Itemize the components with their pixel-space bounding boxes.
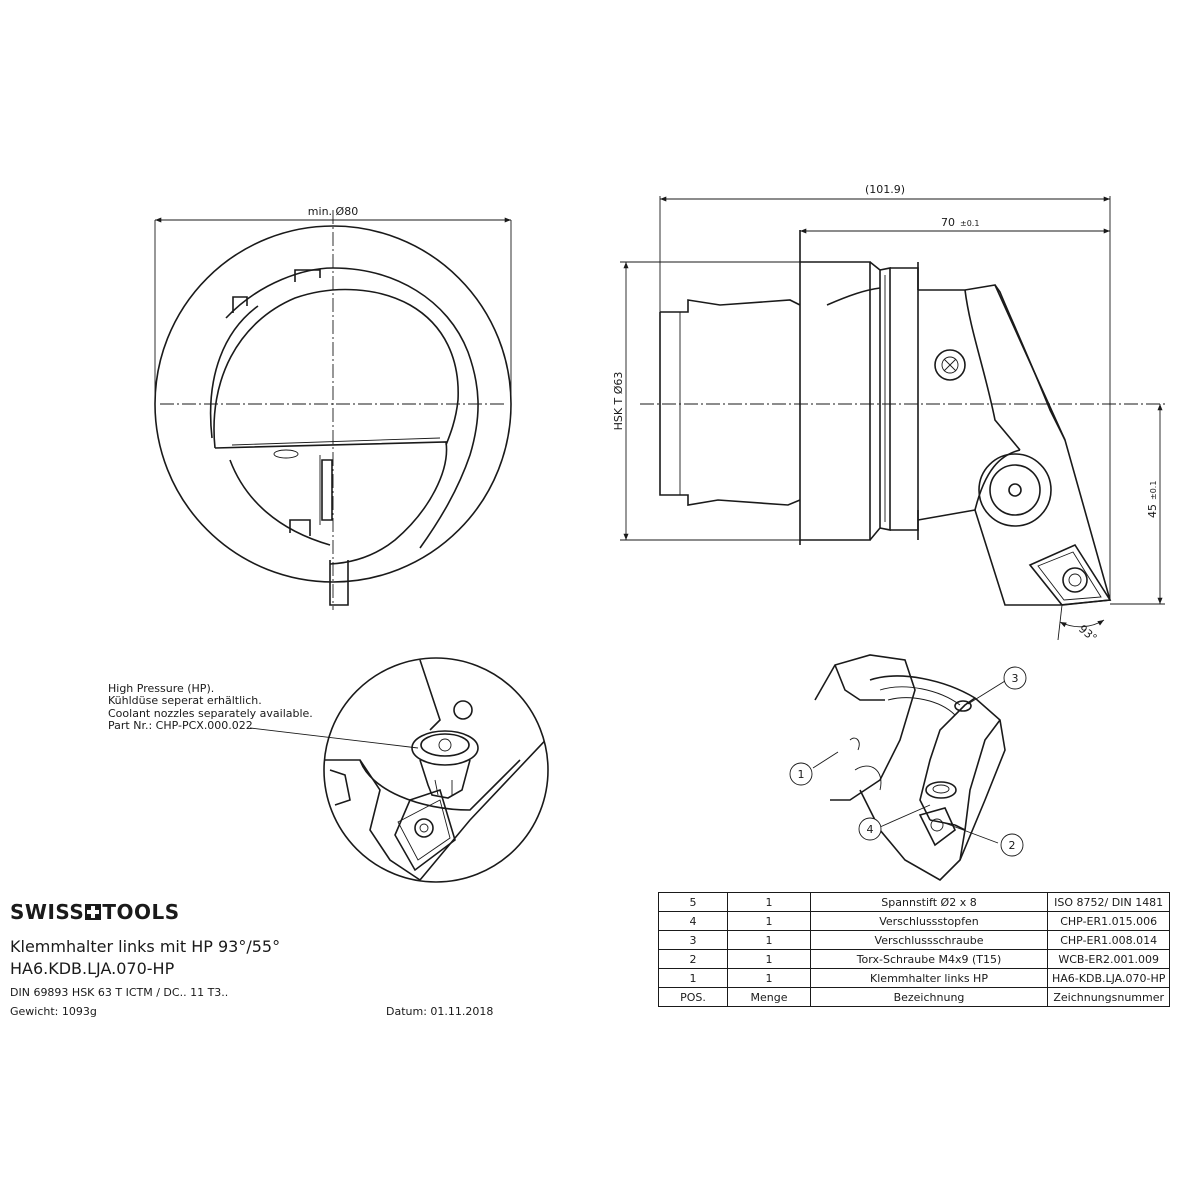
front-diameter-dimension: min. Ø80 — [154, 205, 512, 404]
front-diameter-label: min. Ø80 — [308, 205, 358, 218]
hsk-label: HSK T Ø63 — [612, 372, 625, 431]
cell-qty: 1 — [727, 911, 811, 931]
cell-desc: Verschlussstopfen — [810, 911, 1048, 931]
brand-prefix: SWISS — [10, 900, 85, 924]
parts-list-table: 5 1 Spannstift Ø2 x 8 ISO 8752/ DIN 1481… — [658, 892, 1171, 1007]
cell-drawing: CHP-ER1.008.014 — [1046, 930, 1171, 950]
cell-pos: 5 — [658, 892, 728, 912]
cell-qty: 1 — [727, 968, 811, 988]
isometric-view — [812, 654, 1006, 881]
hp-note: High Pressure (HP). Kühldüse seperat erh… — [108, 682, 313, 733]
cell-qty: 1 — [727, 949, 811, 969]
cell-pos: 4 — [658, 911, 728, 931]
balloon-2 — [1000, 833, 1024, 857]
cell-pos: 2 — [658, 949, 728, 969]
header-pos: POS. — [658, 987, 728, 1007]
hp-note-line: Coolant nozzles separately available. — [108, 706, 313, 720]
table-header-row: POS. Menge Bezeichnung Zeichnungsnummer — [658, 987, 1171, 1007]
cell-desc: Spannstift Ø2 x 8 — [810, 892, 1048, 912]
overall-length-label: (101.9) — [865, 183, 905, 196]
header-drawing: Zeichnungsnummer — [1046, 987, 1171, 1007]
cell-desc: Torx-Schraube M4x9 (T15) — [810, 949, 1048, 969]
cell-drawing: HA6-KDB.LJA.070-HP — [1046, 968, 1171, 988]
offset-45-label: 45 — [1146, 504, 1159, 518]
length-70-tol: ±0.1 — [960, 219, 979, 228]
balloon-2-label: 2 — [1009, 839, 1016, 852]
title-description: Klemmhalter links mit HP 93°/55° — [10, 937, 281, 956]
table-row: 1 1 Klemmhalter links HP HA6-KDB.LJA.070… — [658, 968, 1171, 988]
balloon-4 — [858, 817, 882, 841]
balloon-4-label: 4 — [867, 823, 874, 836]
title-standard: DIN 69893 HSK 63 T ICTM / DC.. 11 T3.. — [10, 986, 229, 999]
title-date: Datum: 01.11.2018 — [386, 1005, 494, 1018]
table-row: 5 1 Spannstift Ø2 x 8 ISO 8752/ DIN 1481 — [658, 892, 1171, 912]
brand-logo: SWISS TOOLS — [10, 900, 180, 924]
balloon-1 — [789, 762, 813, 786]
length-70-label: 70 — [941, 216, 955, 229]
balloon-3 — [1003, 666, 1027, 690]
cell-desc: Verschlussschraube — [810, 930, 1048, 950]
balloon-3-label: 3 — [1012, 672, 1019, 685]
swiss-cross-icon — [85, 904, 102, 920]
cell-pos: 3 — [658, 930, 728, 950]
side-view — [640, 230, 1165, 606]
hp-note-line: High Pressure (HP). — [108, 682, 215, 695]
offset-45-tol: ±0.1 — [1149, 481, 1158, 500]
cell-qty: 1 — [727, 892, 811, 912]
table-row: 3 1 Verschlussschraube CHP-ER1.008.014 — [658, 930, 1171, 950]
table-row: 4 1 Verschlussstopfen CHP-ER1.015.006 — [658, 911, 1171, 931]
title-weight: Gewicht: 1093g — [10, 1005, 97, 1018]
header-qty: Menge — [727, 987, 811, 1007]
angle-label: 93° — [1076, 622, 1099, 644]
cell-drawing: ISO 8752/ DIN 1481 — [1046, 892, 1171, 912]
cell-pos: 1 — [658, 968, 728, 988]
cell-drawing: CHP-ER1.015.006 — [1046, 911, 1171, 931]
cell-qty: 1 — [727, 930, 811, 950]
cell-drawing: WCB-ER2.001.009 — [1046, 949, 1171, 969]
part-balloons: 1 2 3 4 — [789, 666, 1027, 857]
balloon-1-label: 1 — [798, 768, 805, 781]
table-row: 2 1 Torx-Schraube M4x9 (T15) WCB-ER2.001… — [658, 949, 1171, 969]
title-article-number: HA6.KDB.LJA.070-HP — [10, 959, 175, 978]
front-view — [154, 210, 512, 610]
header-desc: Bezeichnung — [810, 987, 1048, 1007]
side-dimensions: (101.9) 70 ±0.1 HSK T Ø63 45 ±0.1 93° — [612, 183, 1165, 645]
hp-note-line: Kühldüse seperat erhältlich. — [108, 694, 262, 708]
cell-desc: Klemmhalter links HP — [810, 968, 1048, 988]
hp-note-line: Part Nr.: CHP-PCX.000.022 — [108, 719, 253, 733]
brand-suffix: TOOLS — [102, 900, 180, 924]
